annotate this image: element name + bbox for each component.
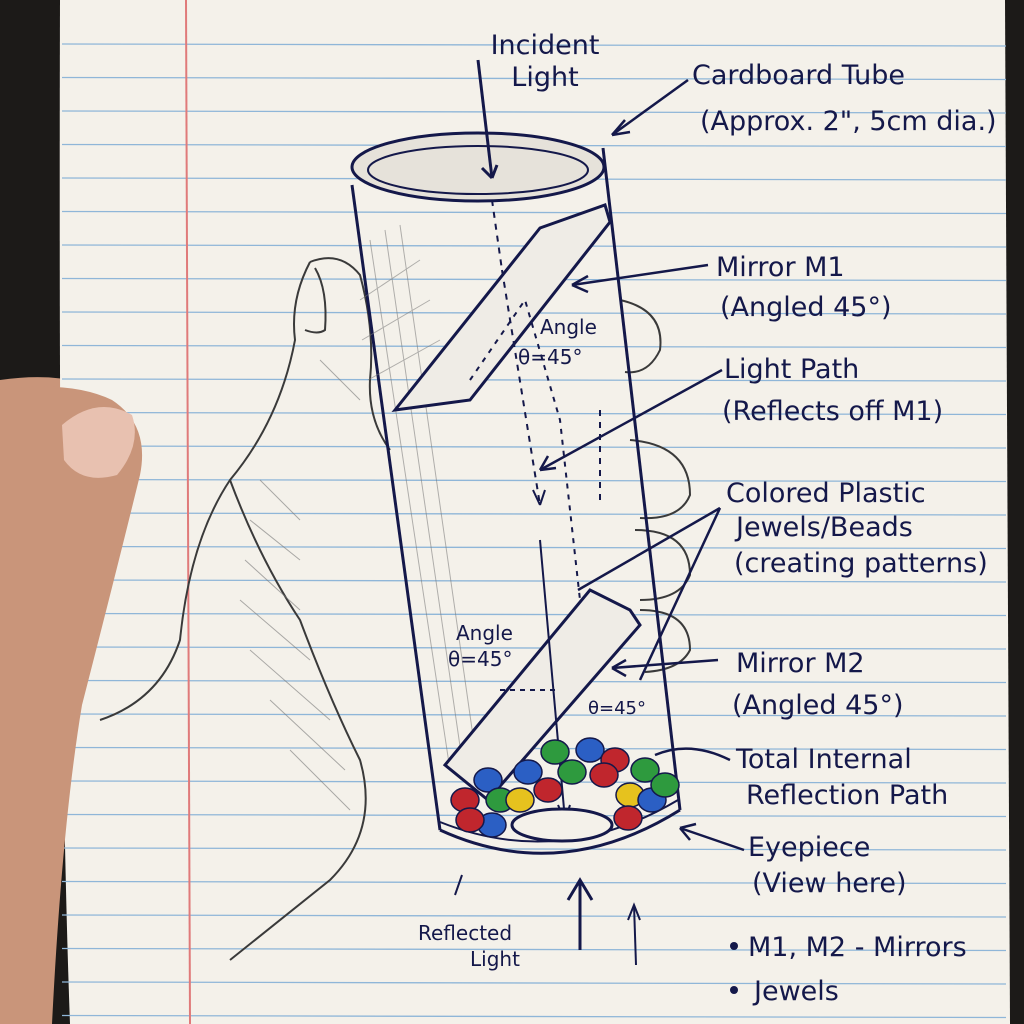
label-angle-bottom-small: θ=45° xyxy=(588,698,646,719)
legend-bullet xyxy=(730,986,738,994)
ruled-line xyxy=(61,512,1007,516)
bead xyxy=(513,759,543,785)
margin-line xyxy=(185,0,191,1024)
mirror-m2 xyxy=(442,588,642,803)
light-path xyxy=(469,59,601,821)
mirror-m1 xyxy=(391,203,612,412)
labels: Incident Light Cardboard Tube (Approx. 2… xyxy=(418,30,997,1007)
ruled-line xyxy=(61,545,1007,550)
ruled-line xyxy=(61,612,1007,617)
ruled-line xyxy=(61,378,1007,382)
ruled-line xyxy=(61,210,1007,215)
label-jewels-2: Jewels/Beads xyxy=(734,512,913,543)
label-cardboard-tube: Cardboard Tube xyxy=(692,60,905,91)
ruled-line xyxy=(61,110,1007,114)
ruled-line xyxy=(61,579,1007,583)
leader-lines xyxy=(538,78,745,852)
ruled-line xyxy=(61,914,1007,918)
bead xyxy=(473,767,503,793)
bead xyxy=(505,787,535,813)
bead xyxy=(575,737,605,763)
bead xyxy=(589,762,619,788)
legend-jewels: Jewels xyxy=(752,976,839,1007)
ruled-line xyxy=(61,43,1007,47)
label-jewels-3: (creating patterns) xyxy=(734,548,988,579)
eyepiece-hole xyxy=(510,807,614,843)
label-mirror-m1: Mirror M1 xyxy=(716,252,845,283)
label-incident-light-2: Light xyxy=(511,62,578,93)
colored-beads xyxy=(450,737,680,838)
label-reflected-light-1: Reflected xyxy=(418,921,512,945)
label-angle-bottom-value: θ=45° xyxy=(448,647,512,671)
ruled-line xyxy=(61,847,1007,851)
ruled-line xyxy=(61,981,1007,985)
ruled-line xyxy=(61,478,1007,483)
label-reflected-light-2: Light xyxy=(470,947,520,971)
cardboard-tube xyxy=(350,131,682,855)
bead xyxy=(613,805,643,831)
label-angle-bottom: Angle xyxy=(456,621,513,645)
label-cardboard-tube-size: (Approx. 2", 5cm dia.) xyxy=(700,106,997,137)
ruled-line xyxy=(61,76,1007,81)
bead xyxy=(540,739,570,765)
label-eyepiece-note: (View here) xyxy=(752,868,907,899)
reflected-light-arrows xyxy=(454,874,641,966)
sketched-hand xyxy=(99,257,692,961)
bead xyxy=(557,759,587,785)
label-tir-1: Total Internal xyxy=(735,744,912,775)
label-mirror-m2: Mirror M2 xyxy=(736,648,865,679)
label-light-path: Light Path xyxy=(724,354,859,385)
legend-mirrors: M1, M2 - Mirrors xyxy=(748,932,967,963)
label-incident-light-1: Incident xyxy=(491,30,600,61)
label-angle-top: Angle xyxy=(540,315,597,339)
label-angle-top-value: θ=45° xyxy=(518,345,582,369)
label-eyepiece: Eyepiece xyxy=(748,832,870,863)
ruled-line xyxy=(61,880,1007,885)
label-mirror-m2-angle: (Angled 45°) xyxy=(732,690,903,721)
ruled-line xyxy=(61,445,1007,449)
ruled-line xyxy=(61,947,1007,952)
bead xyxy=(650,772,680,798)
tube-top-opening xyxy=(350,131,606,203)
bead xyxy=(533,777,563,803)
label-tir-2: Reflection Path xyxy=(746,780,948,811)
ruled-line xyxy=(61,1014,1007,1019)
label-light-path-note: (Reflects off M1) xyxy=(722,396,943,427)
label-jewels-1: Colored Plastic xyxy=(726,478,926,509)
bead xyxy=(630,757,660,783)
ruled-line xyxy=(61,344,1007,349)
ruled-line xyxy=(61,646,1007,650)
bead xyxy=(455,807,485,833)
label-mirror-m1-angle: (Angled 45°) xyxy=(720,292,891,323)
legend-bullet xyxy=(730,942,738,950)
ruled-line xyxy=(61,411,1007,416)
